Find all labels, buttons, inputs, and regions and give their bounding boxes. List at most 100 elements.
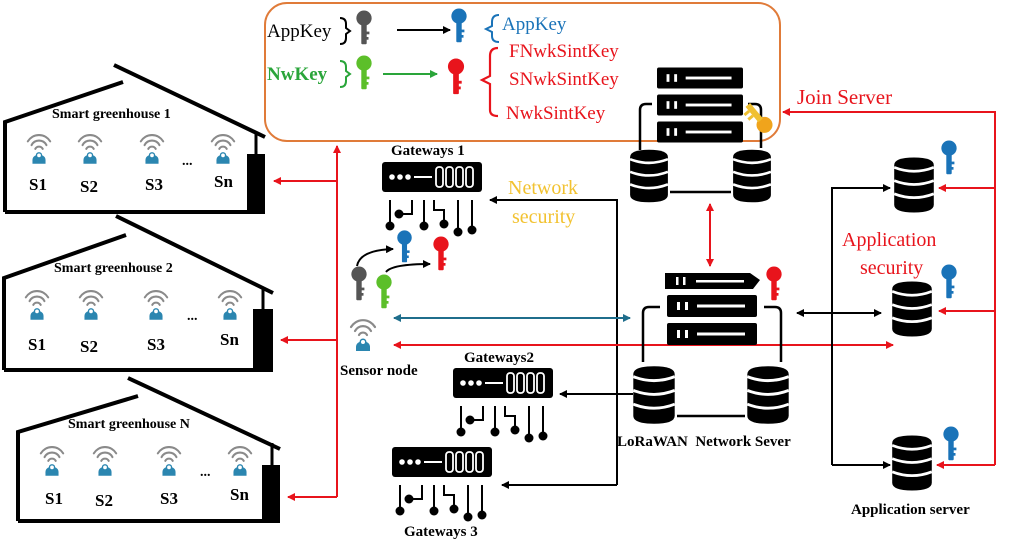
gateway-2: Gateways2 — [452, 350, 554, 444]
gateway-2-label: Gateways2 — [464, 350, 534, 366]
greenhouse-n-sensor-icon — [227, 446, 253, 477]
greenhouse-n-sensor-label: S2 — [95, 491, 113, 510]
greenhouse-n-sensor-icon — [39, 446, 65, 477]
application-db-1 — [892, 140, 957, 214]
gateway-3: Gateways 3 — [391, 447, 493, 540]
network-server-label: LoRaWAN Network Sever — [617, 434, 791, 450]
greenhouse-2-sensor-label: S2 — [80, 337, 98, 356]
greenhouse-1-sensor-icon — [210, 134, 236, 165]
nwkey-root-key-icon — [356, 55, 372, 90]
appkey-session-key-icon — [451, 8, 467, 43]
join-server-rack-unit-3 — [657, 121, 743, 143]
sensor-appkey-derive-arrow — [356, 245, 394, 267]
greenhouse-2-sensor-icon — [78, 290, 104, 321]
network-keys-brace — [479, 46, 499, 118]
greenhouse-n-sensor-label: Sn — [230, 485, 249, 504]
greenhouse-2-sensor-label: Sn — [220, 330, 239, 349]
greenhouse-2-sensor-icon — [24, 290, 50, 321]
app-db-2-key-icon — [941, 264, 957, 299]
app-db-1-icon — [892, 156, 936, 214]
greenhouse-n-sensor-label: S1 — [45, 489, 63, 508]
snwksintkey-label: SNwkSintKey — [509, 69, 619, 90]
network-server-db-left — [631, 364, 677, 426]
join-server-link-right — [748, 102, 763, 148]
appkey-brace — [339, 17, 352, 45]
sensor-nwkskey-icon — [433, 236, 449, 271]
sensor-nwkey-derive-arrow — [385, 260, 431, 273]
application-security-label-line2: security — [860, 257, 923, 279]
rack-led — [683, 277, 686, 285]
greenhouse-2-gateway-device — [253, 309, 273, 370]
appkey-root-label: AppKey — [267, 21, 332, 42]
appkey-derived-label: AppKey — [502, 14, 567, 35]
greenhouse-1-sensor-label: Sn — [214, 172, 233, 191]
greenhouse-1-title: Smart greenhouse 1 — [52, 107, 171, 122]
gateway-3-icon — [391, 447, 493, 523]
greenhouse-n-gateway-device — [262, 465, 280, 521]
gateway-1: Gateways 1 — [381, 143, 483, 238]
greenhouse-1-sensor-icon — [77, 134, 103, 165]
fnwksintkey-label: FNwkSintKey — [509, 41, 619, 62]
application-links — [782, 108, 996, 469]
greenhouse-distribution-lines — [273, 145, 341, 501]
greenhouse-n-roof-right — [127, 376, 281, 451]
greenhouse-2-roof-right — [115, 214, 274, 295]
sensor-node-label: Sensor node — [340, 363, 418, 379]
join-server: Join Server — [628, 67, 892, 204]
sensor-node: Sensor node — [340, 230, 449, 379]
greenhouse-1-sensor-label: S3 — [145, 175, 163, 194]
sensor-appkey-icon — [351, 266, 367, 301]
network-server-key-icon — [766, 266, 782, 301]
greenhouse-n-sensor-label: S3 — [160, 489, 178, 508]
greenhouse-1-roof-right — [113, 63, 266, 139]
appkey-root-key-icon — [356, 10, 372, 45]
nwksintkey-label: NwkSintKey — [506, 103, 606, 124]
app-db-2-icon — [890, 280, 934, 338]
greenhouse-n-ellipsis: ... — [200, 465, 211, 480]
backhaul-to-gateway-1 — [489, 196, 618, 485]
network-server-rack-unit-2 — [667, 295, 757, 317]
application-security-label-line1: Application — [842, 229, 936, 251]
rack-led — [676, 277, 679, 285]
greenhouse-n: Smart greenhouse N S1 S2 S3 ... Sn — [16, 376, 281, 523]
network-security-label-line2: security — [512, 206, 575, 228]
appkey-derived-brace — [483, 14, 500, 43]
gold-key-icon — [743, 103, 773, 133]
greenhouse-1-sensor-icon — [26, 134, 52, 165]
greenhouse-2-sensor-icon — [217, 290, 243, 321]
gateway-2-icon — [452, 368, 554, 444]
gateway-backhaul-lines — [489, 196, 633, 489]
greenhouse-n-sensor-icon — [92, 446, 118, 477]
join-server-label: Join Server — [797, 85, 892, 109]
lorawan-network-server: LoRaWAN Network Sever — [617, 203, 791, 450]
app-bus-to-db-1 — [831, 184, 891, 465]
greenhouse-n-roof-left — [16, 394, 139, 521]
nwkey-session-key-icon — [447, 58, 465, 95]
application-server: Application server — [851, 426, 970, 518]
key-box-border — [264, 2, 781, 142]
greenhouse-2: Smart greenhouse 2 S1 S2 S3 ... Sn — [2, 214, 274, 372]
greenhouse-2-sensor-label: S1 — [28, 335, 46, 354]
application-server-label: Application server — [851, 502, 970, 518]
greenhouse-1-sensor-icon — [139, 134, 165, 165]
application-server-db-icon — [890, 434, 934, 492]
greenhouse-2-sensor-label: S3 — [147, 335, 165, 354]
app-db-1-key-icon — [941, 140, 957, 175]
join-server-rack-unit-2 — [657, 94, 743, 116]
network-security-label-line1: Network — [508, 177, 578, 199]
greenhouse-1-ellipsis: ... — [182, 154, 193, 169]
sensor-nwkey-icon — [376, 274, 392, 309]
nwkey-root-label: NwKey — [267, 64, 328, 85]
greenhouse-2-sensor-icon — [143, 290, 169, 321]
join-server-rack-unit-1 — [657, 67, 743, 89]
gateway-1-label: Gateways 1 — [391, 143, 465, 159]
network-server-rack-unit-3 — [667, 323, 757, 345]
greenhouse-n-sensor-icon — [156, 446, 182, 477]
greenhouse-n-title: Smart greenhouse N — [68, 417, 190, 432]
greenhouse-1-roof-left — [3, 80, 124, 212]
network-server-db-right — [745, 364, 791, 426]
join-server-db-right — [731, 148, 773, 204]
key-derivation-box: AppKey AppKey NwKey FNwkSintKey SNwkSint… — [264, 2, 781, 142]
app-to-join-server-link — [782, 108, 996, 465]
